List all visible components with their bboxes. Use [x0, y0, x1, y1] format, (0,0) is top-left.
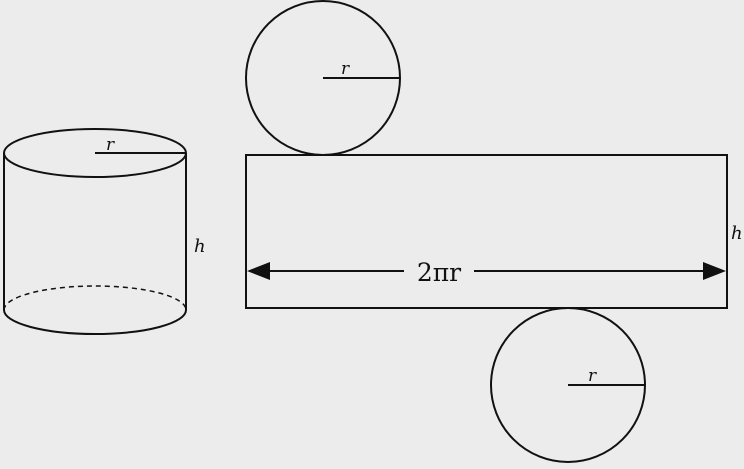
- net-width-arrowhead-right: [703, 262, 726, 280]
- net-width-arrowhead-left: [247, 262, 270, 280]
- net-rectangle: [245, 154, 728, 309]
- cylinder-bottom-front-arc: [3, 309, 187, 335]
- net-top-circle-radius-label: r: [341, 59, 350, 79]
- net-rectangle-group: 2πr h: [245, 154, 743, 309]
- net-width-label: 2πr: [417, 258, 461, 287]
- net-top-circle-group: r: [245, 0, 401, 156]
- cylinder-radius-label: r: [106, 135, 115, 155]
- cylinder-height-label: h: [194, 236, 206, 257]
- net-bottom-circle-group: r: [490, 307, 646, 463]
- net-bottom-circle-radius-label: r: [588, 366, 597, 386]
- cylinder-bottom-back-arc: [3, 285, 187, 311]
- net-height-label: h: [731, 223, 743, 244]
- cylinder-3d: r h: [3, 128, 206, 335]
